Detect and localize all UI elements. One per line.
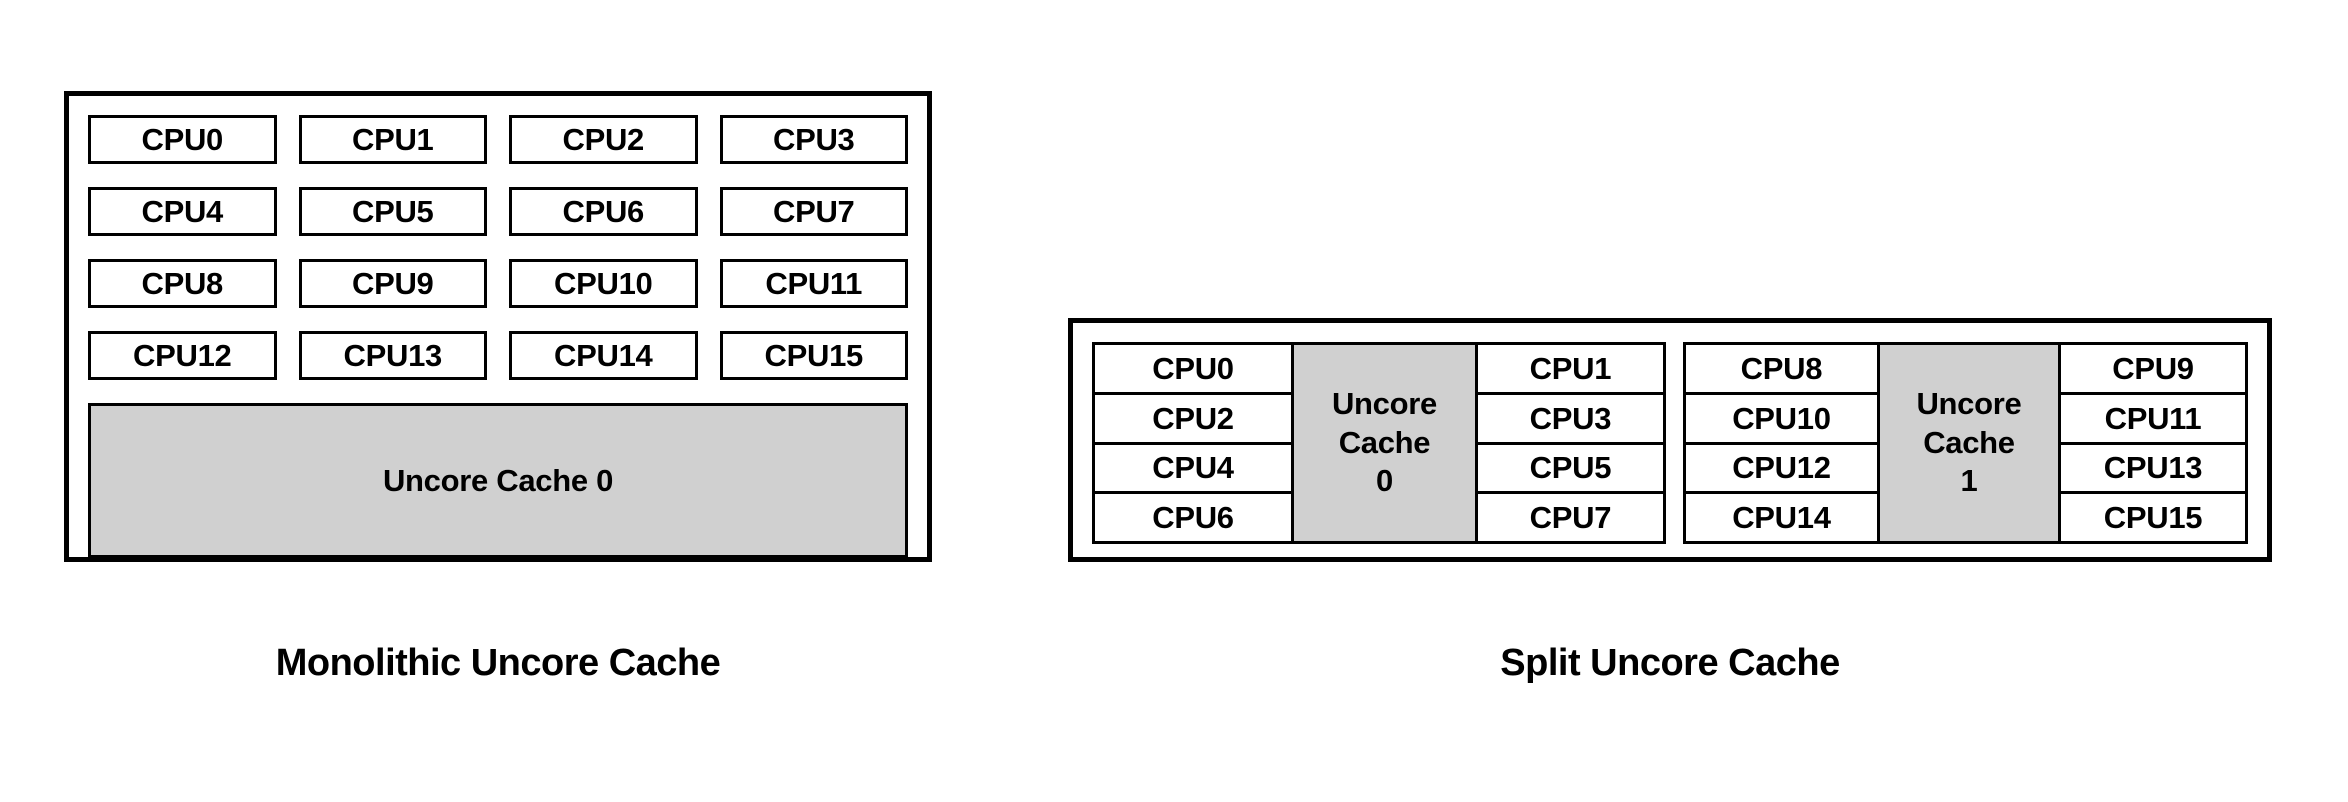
cpu-label: CPU0: [1152, 350, 1234, 386]
cpu-box: CPU15: [719, 331, 908, 380]
monolithic-cpu-grid: CPU0 CPU1 CPU2 CPU3 CPU4 CPU5 CPU6 CPU7 …: [88, 115, 908, 380]
cpu-box: CPU6: [509, 187, 698, 236]
cpu-label: CPU15: [2103, 500, 2203, 536]
cpu-label: CPU0: [141, 122, 224, 157]
uncore-cache-label-line: 1: [1960, 463, 1978, 499]
uncore-cache-block: Uncore Cache 0: [88, 403, 908, 558]
cpu-box: CPU2: [1095, 394, 1291, 445]
cpu-label: CPU9: [352, 266, 434, 301]
cpu-box: CPU6: [1095, 494, 1291, 541]
cpu-box: CPU1: [298, 115, 487, 164]
uncore-cache-label-line: Uncore: [1331, 386, 1437, 422]
cpu-label: CPU13: [2103, 450, 2203, 486]
cpu-label: CPU2: [562, 122, 645, 157]
cpu-box: CPU3: [719, 115, 908, 164]
cpu-label: CPU6: [562, 194, 645, 229]
cpu-label: CPU7: [773, 194, 855, 229]
cpu-box: CPU13: [298, 331, 487, 380]
cpu-label: CPU11: [765, 266, 863, 301]
cpu-box: CPU0: [88, 115, 277, 164]
cpu-box: CPU14: [1685, 494, 1877, 541]
cluster-0: CPU0 CPU2 CPU4 CPU6 Uncore Cache 0 CPU1 …: [1092, 342, 1666, 544]
cpu-label: CPU10: [554, 266, 653, 301]
panel-split: CPU0 CPU2 CPU4 CPU6 Uncore Cache 0 CPU1 …: [1068, 318, 2272, 562]
cpu-box: CPU2: [509, 115, 698, 164]
cpu-label: CPU7: [1529, 500, 1612, 536]
cpu-label: CPU3: [1529, 400, 1612, 436]
cpu-box: CPU7: [719, 187, 908, 236]
cpu-label: CPU1: [1529, 350, 1612, 386]
split-chassis: CPU0 CPU2 CPU4 CPU6 Uncore Cache 0 CPU1 …: [1068, 318, 2272, 562]
cluster-1-left-cpu-column: CPU8 CPU10 CPU12 CPU14: [1685, 345, 1877, 541]
cpu-label: CPU5: [352, 194, 434, 229]
cpu-box: CPU11: [719, 259, 908, 308]
cpu-box: CPU4: [88, 187, 277, 236]
cpu-label: CPU5: [1529, 450, 1612, 486]
uncore-cache-label: Uncore Cache 0: [382, 462, 614, 498]
cluster-1: CPU8 CPU10 CPU12 CPU14 Uncore Cache 1 CP…: [1682, 342, 2248, 544]
cpu-box: CPU11: [2061, 394, 2245, 445]
cpu-box: CPU15: [2061, 494, 2245, 541]
cpu-label: CPU14: [1732, 500, 1831, 536]
cpu-box: CPU9: [2061, 345, 2245, 395]
panel-monolithic: CPU0 CPU1 CPU2 CPU3 CPU4 CPU5 CPU6 CPU7 …: [64, 91, 932, 562]
cpu-label: CPU15: [764, 338, 864, 373]
cpu-box: CPU0: [1095, 345, 1291, 395]
cpu-label: CPU8: [141, 266, 224, 301]
cpu-label: CPU2: [1152, 400, 1234, 436]
cpu-label: CPU10: [1732, 400, 1831, 436]
cpu-box: CPU5: [298, 187, 487, 236]
cpu-label: CPU11: [2104, 400, 2202, 436]
caption-split: Split Uncore Cache: [1500, 642, 1840, 684]
cpu-box: CPU8: [88, 259, 277, 308]
cpu-box: CPU10: [1685, 394, 1877, 445]
cpu-label: CPU4: [1152, 450, 1234, 486]
cpu-box: CPU4: [1095, 444, 1291, 495]
cpu-box: CPU12: [88, 331, 277, 380]
monolithic-chassis: CPU0 CPU1 CPU2 CPU3 CPU4 CPU5 CPU6 CPU7 …: [64, 91, 932, 562]
uncore-cache-label-line: Uncore: [1916, 386, 2022, 422]
uncore-cache-block: Uncore Cache 1: [1876, 345, 2061, 541]
cpu-label: CPU3: [773, 122, 855, 157]
uncore-cache-block: Uncore Cache 0: [1291, 345, 1478, 541]
cluster-0-right-cpu-column: CPU1 CPU3 CPU5 CPU7: [1477, 345, 1663, 541]
cpu-label: CPU14: [554, 338, 653, 373]
cluster-0-left-cpu-column: CPU0 CPU2 CPU4 CPU6: [1095, 345, 1291, 541]
cpu-label: CPU1: [352, 122, 434, 157]
cpu-label: CPU9: [2112, 350, 2194, 386]
cpu-box: CPU14: [509, 331, 698, 380]
cpu-box: CPU7: [1477, 494, 1663, 541]
cpu-label: CPU4: [141, 194, 224, 229]
cpu-box: CPU8: [1685, 345, 1877, 395]
cluster-1-right-cpu-column: CPU9 CPU11 CPU13 CPU15: [2061, 345, 2245, 541]
caption-monolithic: Monolithic Uncore Cache: [275, 642, 721, 684]
cpu-box: CPU9: [298, 259, 487, 308]
uncore-cache-label-line: 0: [1375, 463, 1393, 499]
cpu-box: CPU3: [1477, 394, 1663, 445]
cpu-label: CPU12: [1732, 450, 1831, 486]
cpu-label: CPU13: [343, 338, 443, 373]
uncore-cache-label-line: Cache: [1338, 424, 1431, 460]
cpu-box: CPU1: [1477, 345, 1663, 395]
cpu-box: CPU12: [1685, 444, 1877, 495]
cpu-label: CPU12: [133, 338, 232, 373]
cpu-box: CPU10: [509, 259, 698, 308]
uncore-cache-label-line: Cache: [1923, 424, 2015, 460]
cpu-label: CPU6: [1152, 500, 1234, 536]
cpu-box: CPU13: [2061, 444, 2245, 495]
cpu-label: CPU8: [1740, 350, 1823, 386]
split-cluster-row: CPU0 CPU2 CPU4 CPU6 Uncore Cache 0 CPU1 …: [1092, 342, 2248, 544]
cpu-box: CPU5: [1477, 444, 1663, 495]
